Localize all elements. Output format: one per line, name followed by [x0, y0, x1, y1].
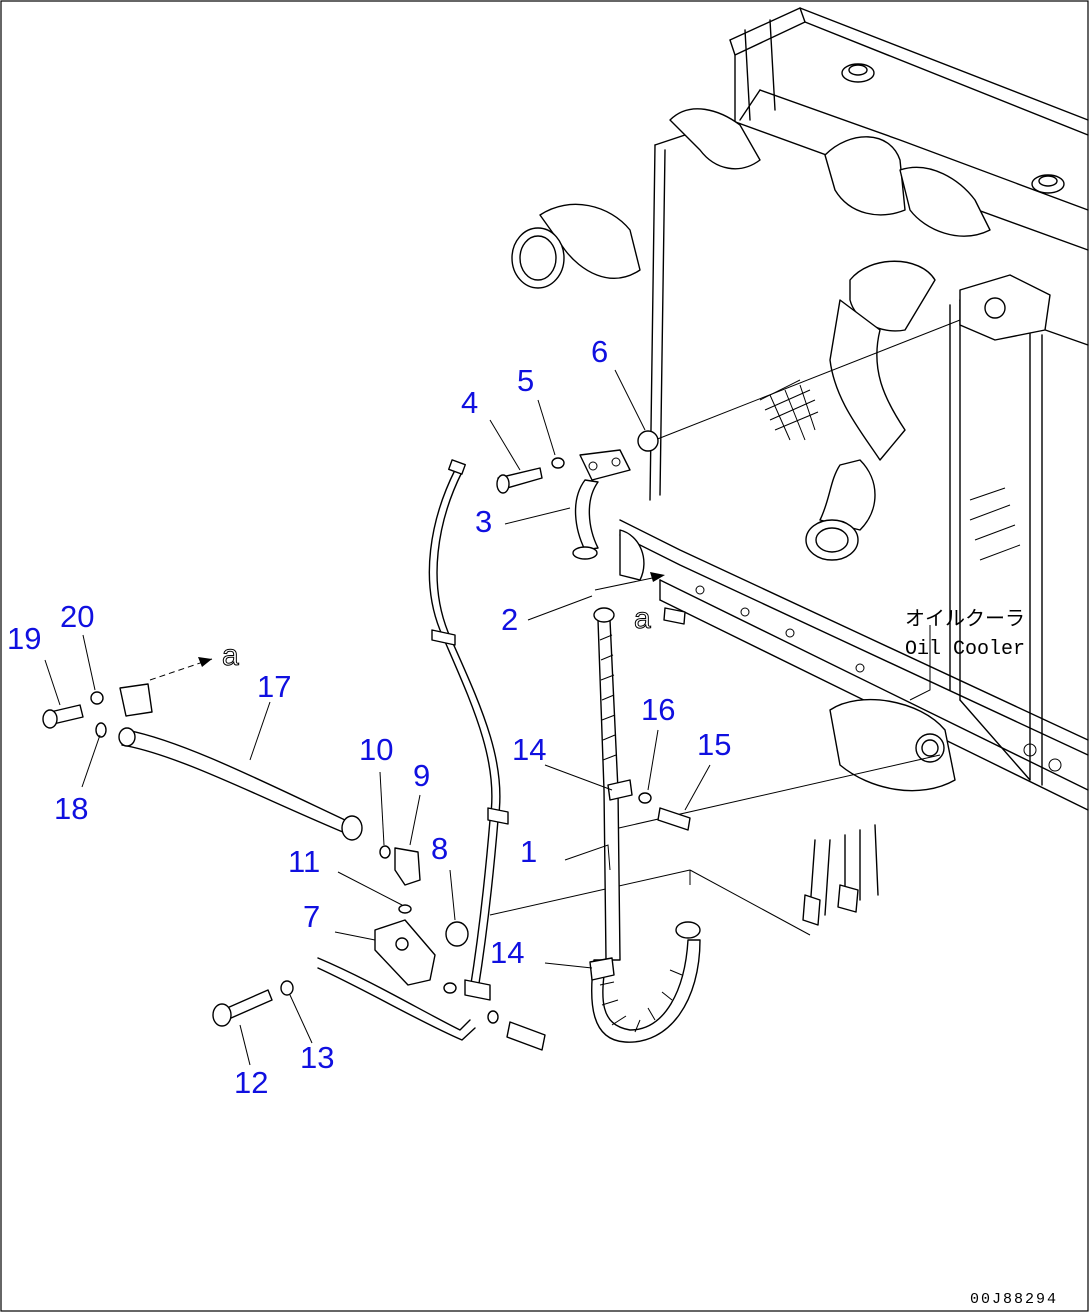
pipe-3	[572, 449, 645, 581]
callout-12: 12	[234, 1065, 268, 1100]
callout-labels: 1 2 3 4 5 6 7 8 9 10 11 12 13 14 14 15 1…	[7, 334, 731, 1100]
callout-8: 8	[431, 831, 448, 866]
small-parts	[42, 430, 691, 1051]
radiator-assembly	[511, 7, 1089, 926]
reference-mark-a-right: a	[634, 602, 651, 635]
callout-7: 7	[303, 899, 320, 934]
oil-cooler-label-en: Oil Cooler	[905, 638, 1025, 661]
pipe-lower	[317, 957, 476, 1041]
callout-17: 17	[257, 669, 291, 704]
tube-8	[428, 459, 509, 1001]
callout-16: 16	[641, 692, 675, 727]
callout-2: 2	[501, 602, 518, 637]
drawing-code: 00J88294	[970, 1291, 1058, 1308]
callout-5: 5	[517, 363, 534, 398]
callout-14-upper: 14	[512, 732, 546, 767]
callout-3: 3	[475, 504, 492, 539]
callout-18: 18	[54, 791, 88, 826]
callout-10: 10	[359, 732, 393, 767]
pipe-17	[118, 683, 363, 841]
callout-20: 20	[60, 599, 94, 634]
callout-15: 15	[697, 727, 731, 762]
callout-leaders	[44, 369, 711, 1066]
reference-mark-a-left: a	[222, 639, 239, 672]
callout-1: 1	[520, 834, 537, 869]
callout-4: 4	[461, 385, 478, 420]
callout-14-lower: 14	[490, 935, 524, 970]
callout-19: 19	[7, 621, 41, 656]
callout-13: 13	[300, 1040, 334, 1075]
reference-arrows	[149, 572, 665, 681]
callout-9: 9	[413, 758, 430, 793]
callout-11: 11	[288, 844, 320, 879]
callout-6: 6	[591, 334, 608, 369]
oil-cooler-label-jp: オイルクーラ	[905, 607, 1025, 632]
